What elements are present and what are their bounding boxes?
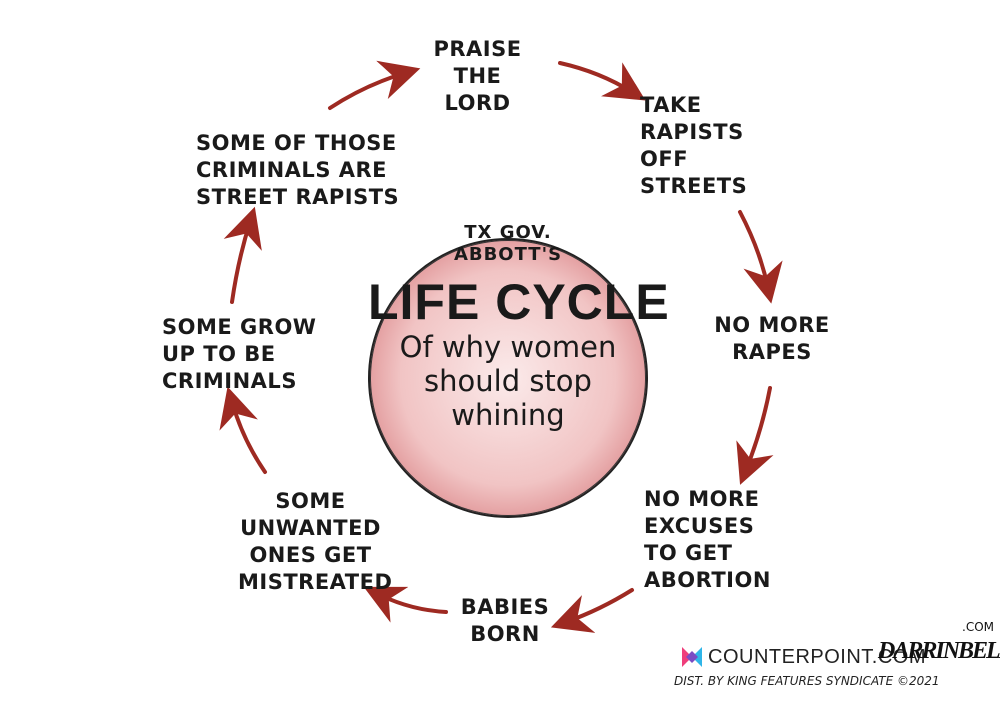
- step-praise-the-lord: PRAISE THE LORD: [430, 36, 525, 117]
- step-take-rapists-off-streets: TAKE RAPISTS OFF STREETS: [640, 92, 748, 200]
- label-line: PRAISE: [433, 37, 522, 61]
- arrow-2: [558, 61, 646, 101]
- label-line: OFF: [640, 147, 689, 171]
- signature-suffix: .COM: [962, 620, 994, 634]
- label-line: STREET RAPISTS: [196, 185, 400, 209]
- subtitle-line: ABBOTT'S: [453, 244, 563, 265]
- label-line: CRIMINALS: [162, 369, 297, 393]
- tagline-line: should stop: [424, 364, 592, 398]
- label-line: STREETS: [640, 174, 748, 198]
- tagline-line: whining: [451, 398, 565, 432]
- label-line: THE: [453, 64, 502, 88]
- label-line: SOME GROW: [162, 315, 317, 339]
- arrow-4: [736, 386, 774, 485]
- label-line: CRIMINALS ARE: [196, 158, 388, 182]
- arrow-7: [219, 386, 267, 474]
- label-line: NO MORE: [644, 487, 760, 511]
- label-line: RAPES: [732, 340, 812, 364]
- label-line: RAPISTS: [640, 120, 744, 144]
- label-line: UP TO BE: [162, 342, 276, 366]
- label-line: UNWANTED: [240, 516, 381, 540]
- tagline-line: Of why women: [399, 330, 617, 364]
- arrow-1: [328, 60, 421, 110]
- label-line: BORN: [470, 622, 540, 646]
- label-line: NO MORE: [714, 313, 830, 337]
- arrow-5: [550, 588, 634, 633]
- arrow-6: [363, 586, 448, 623]
- center-circle: [368, 238, 648, 518]
- step-no-more-rapes: NO MORE RAPES: [712, 312, 832, 366]
- subtitle-line: TX GOV.: [464, 222, 552, 243]
- label-line: EXCUSES: [644, 514, 755, 538]
- main-title: LIFE CYCLE: [368, 274, 670, 330]
- label-line: SOME OF THOSE: [196, 131, 397, 155]
- label-line: MISTREATED: [238, 570, 393, 594]
- label-line: TAKE: [640, 93, 702, 117]
- arrow-8: [223, 206, 262, 304]
- step-unwanted-mistreated: SOME UNWANTED ONES GET MISTREATED: [238, 488, 393, 596]
- counterpoint-site-link[interactable]: COUNTERPOINT.COM: [708, 646, 926, 668]
- label-line: TO GET: [644, 541, 733, 565]
- label-line: SOME: [275, 489, 346, 513]
- distribution-credit: DIST. by KING FEATURES SYNDICATE ©2021: [674, 674, 940, 688]
- step-babies-born: BABIES BORN: [455, 594, 555, 648]
- counterpoint-logo-icon: [682, 647, 702, 667]
- label-line: ONES GET: [249, 543, 372, 567]
- label-line: LORD: [444, 91, 511, 115]
- label-line: BABIES: [460, 595, 550, 619]
- arrow-3: [738, 210, 783, 304]
- step-street-rapists: SOME OF THOSE CRIMINALS ARE STREET RAPISTS: [196, 130, 400, 211]
- step-no-more-excuses: NO MORE EXCUSES TO GET ABORTION: [644, 486, 771, 594]
- label-line: ABORTION: [644, 568, 771, 592]
- step-grow-up-criminals: SOME GROW UP TO BE CRIMINALS: [162, 314, 317, 395]
- artist-signature: DARRINBELL: [878, 638, 1000, 664]
